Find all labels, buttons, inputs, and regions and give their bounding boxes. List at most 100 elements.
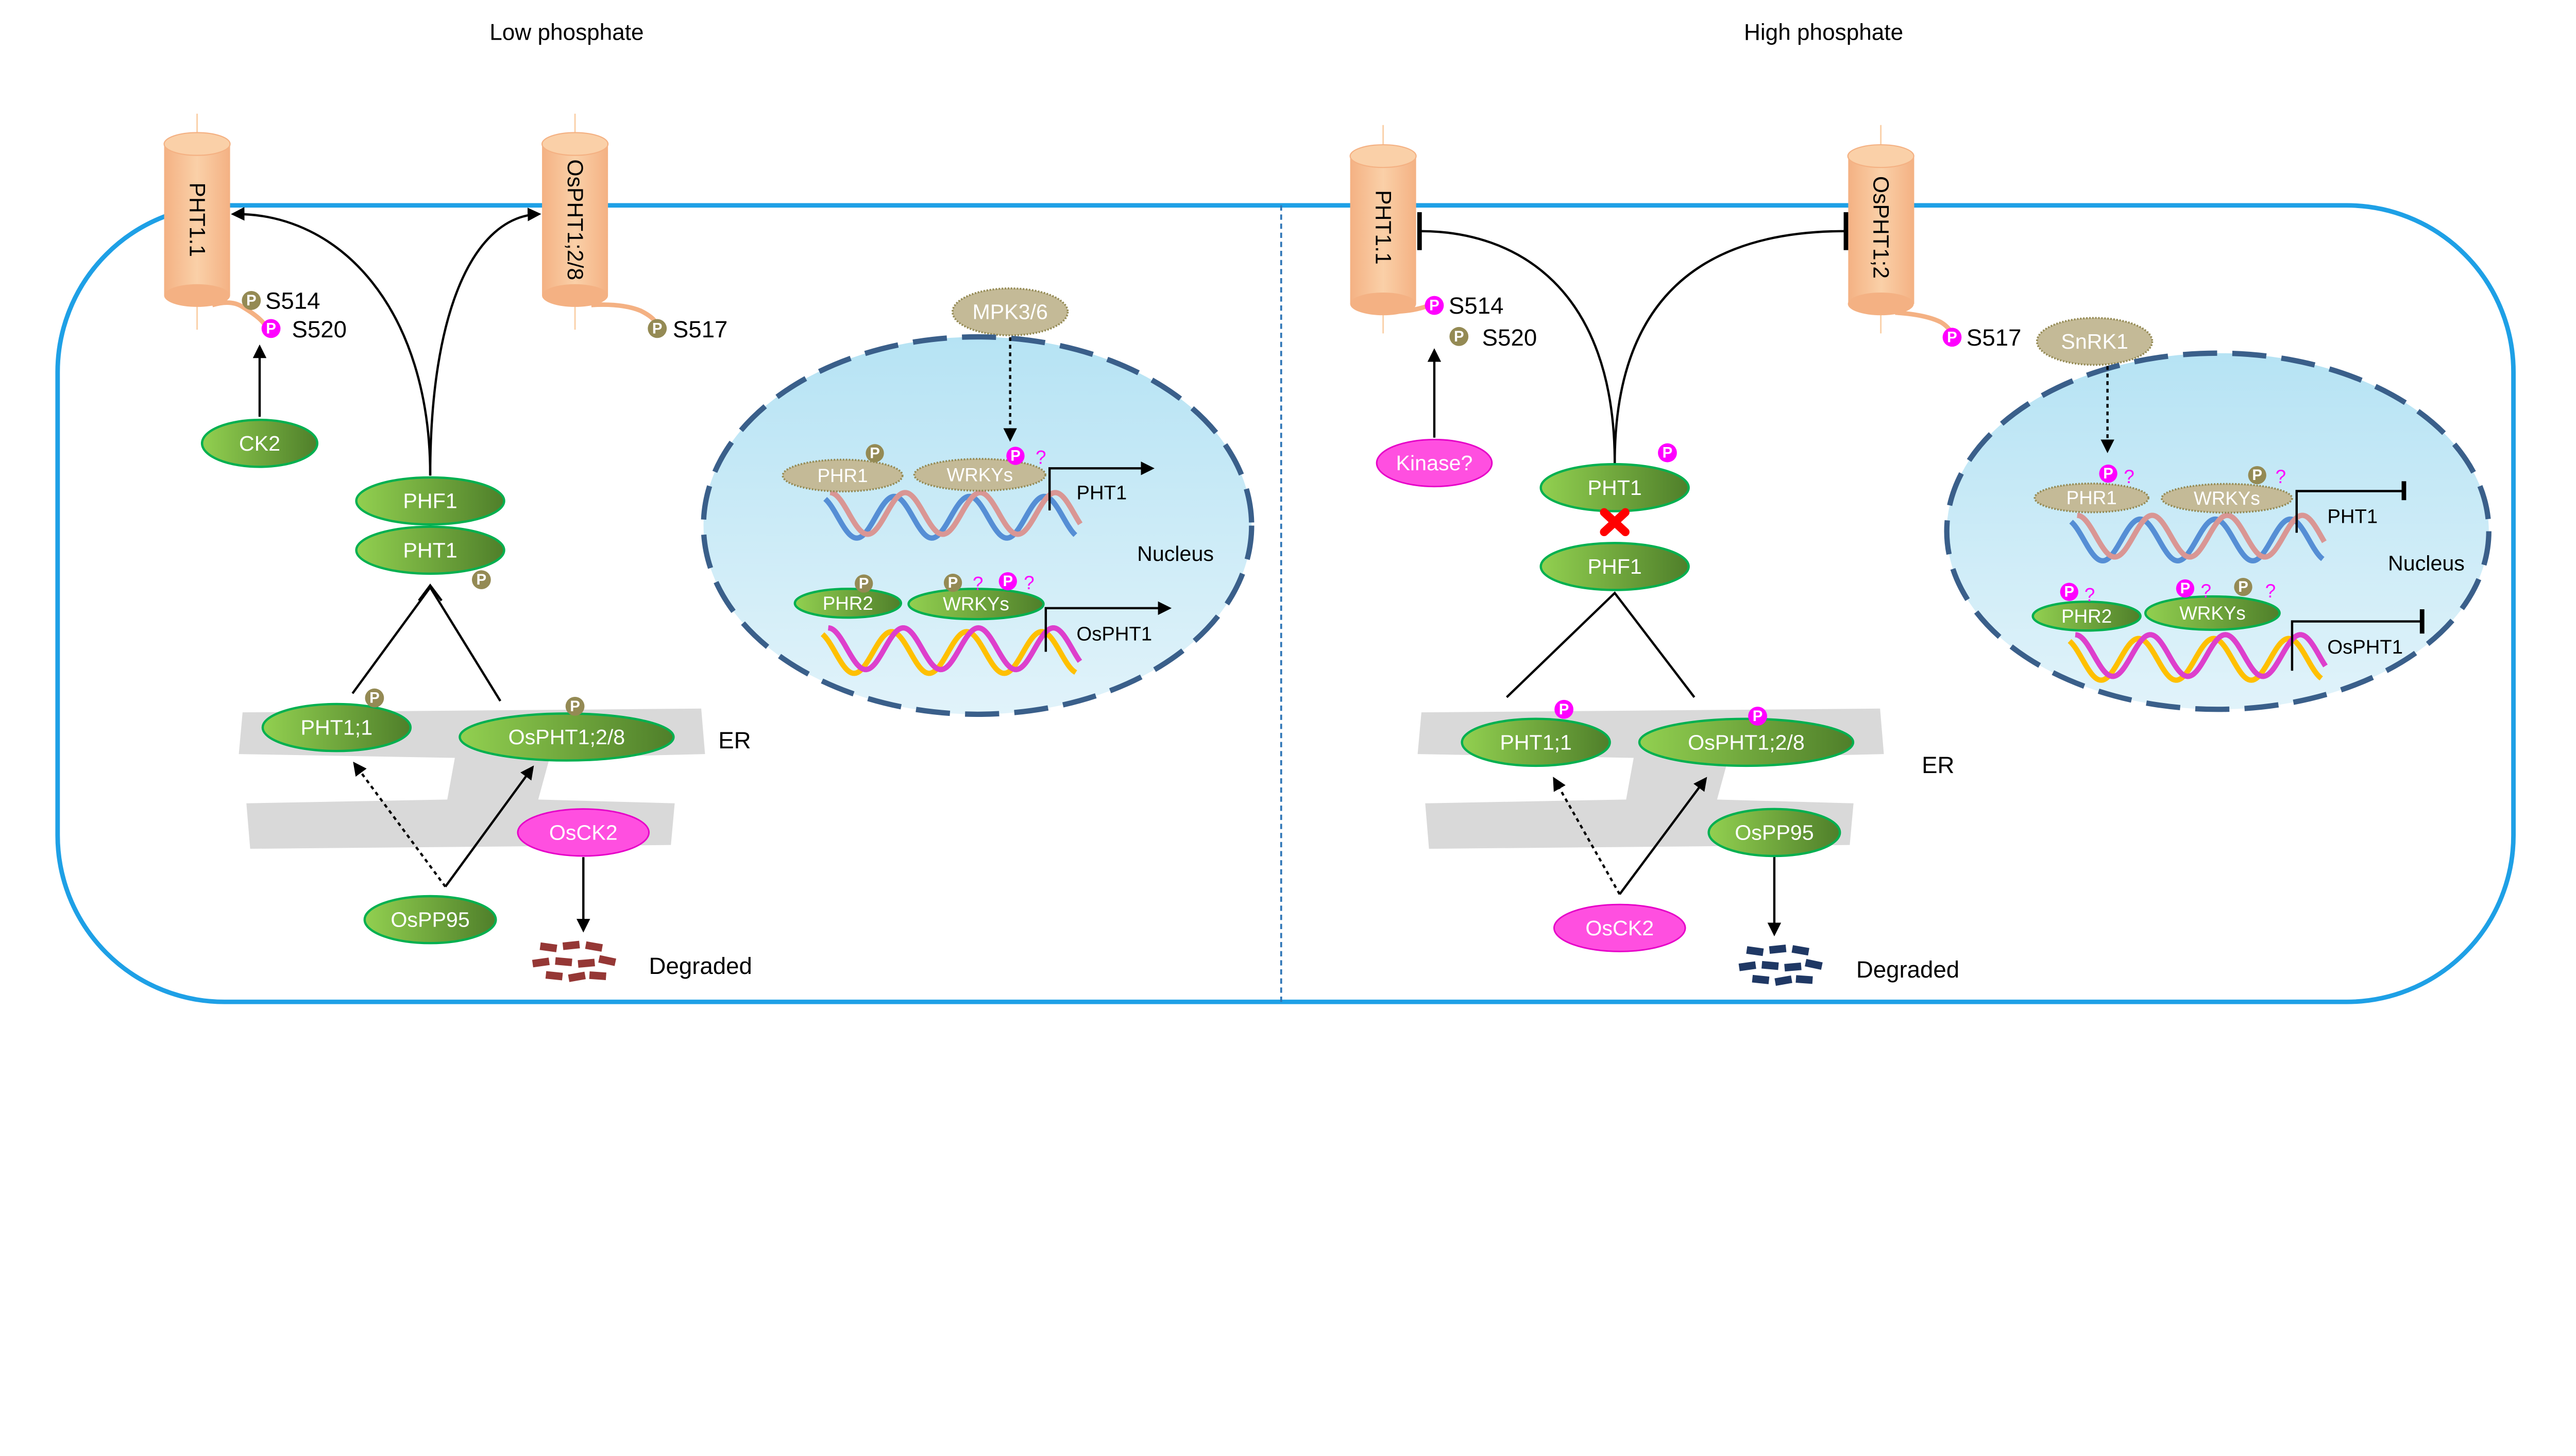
svg-text:P: P xyxy=(1663,444,1673,461)
phospho-er-pht11: P xyxy=(1554,699,1573,719)
site-s514-label: S514 xyxy=(1449,293,1504,319)
degraded-fragment xyxy=(1752,974,1770,984)
gene-ospht1-label: OsPHT1 xyxy=(2327,636,2403,658)
svg-text:P: P xyxy=(266,320,276,337)
svg-text:P: P xyxy=(859,575,869,592)
svg-text:CK2: CK2 xyxy=(239,432,280,455)
phf1-protein: PHF1 xyxy=(355,476,505,526)
degraded-fragment xyxy=(1769,944,1787,954)
phospho-phr2: P xyxy=(855,574,873,593)
degraded-fragment xyxy=(598,955,616,966)
svg-text:PHT1.1: PHT1.1 xyxy=(1371,190,1396,265)
phospho-s520: P xyxy=(261,319,281,338)
svg-text:OsPP95: OsPP95 xyxy=(391,908,469,932)
phospho-phr1: P xyxy=(2099,464,2117,483)
degraded-fragment xyxy=(578,958,595,968)
cell-membrane xyxy=(55,203,2516,1004)
repressed-promoter-pht1 xyxy=(2295,490,2404,533)
svg-text:P: P xyxy=(948,574,958,591)
dna-strand-2 xyxy=(829,490,1083,537)
nucleus xyxy=(1944,350,2492,712)
phospho-pht1: P xyxy=(1658,443,1677,463)
phospho-er-pht11: P xyxy=(365,688,384,708)
arrow-to-pht11 xyxy=(231,207,432,476)
degraded-fragment xyxy=(555,957,572,967)
svg-text:P: P xyxy=(570,698,580,715)
low-phosphate-panel: ER PHT1.1 OsPHT1;2/8 P S514 P S520 P S51… xyxy=(163,113,1255,982)
er-ospht-protein: OsPHT1;2/8 xyxy=(1638,717,1855,767)
svg-text:P: P xyxy=(2180,580,2191,597)
svg-text:OsCK2: OsCK2 xyxy=(1585,916,1654,940)
dna-strand-2 xyxy=(2075,632,2328,679)
svg-text:WRKYs: WRKYs xyxy=(2179,603,2246,624)
degraded-fragment xyxy=(1805,958,1823,970)
dna-strand-1 xyxy=(2069,516,2325,564)
phospho-s517: P xyxy=(1942,328,1962,347)
svg-text:WRKYs: WRKYs xyxy=(947,464,1013,485)
pht11-transporter: PHT1.1 xyxy=(1349,125,1428,334)
phr2-tf: PHR2 xyxy=(2031,601,2142,632)
unknown-mark: ? xyxy=(1036,447,1046,468)
red-cross-icon xyxy=(1600,508,1630,537)
svg-text:SnRK1: SnRK1 xyxy=(2061,330,2128,353)
inhibition-pht11 xyxy=(1420,230,1616,464)
arrow-osck2-ospht xyxy=(1618,777,1707,895)
svg-text:P: P xyxy=(477,571,487,588)
svg-text:PHT1: PHT1 xyxy=(1588,476,1642,500)
site-s517-label: S517 xyxy=(1967,324,2022,351)
ospht12-transporter: OsPHT1;2 xyxy=(1847,125,1955,336)
svg-text:PHF1: PHF1 xyxy=(403,489,457,513)
degraded-fragment xyxy=(539,942,557,952)
promoter-arrow-ospht1 xyxy=(1044,601,1172,652)
nucleus-label: Nucleus xyxy=(1137,542,1214,566)
phospho-wrkys-2b: P xyxy=(998,572,1017,591)
svg-text:P: P xyxy=(2238,578,2248,595)
mpk36-kinase: MPK3/6 xyxy=(952,287,1069,336)
pht1-protein: PHT1 xyxy=(355,525,505,575)
degraded-fragment xyxy=(545,971,563,981)
phr1-tf: PHR1 xyxy=(2033,482,2149,513)
degraded-fragment xyxy=(1784,962,1802,972)
svg-text:P: P xyxy=(2064,584,2075,601)
arrowhead-icon xyxy=(418,584,443,602)
er-to-phf1-lines xyxy=(1505,591,1696,698)
degraded-fragment xyxy=(589,971,606,980)
osck2-kinase: OsCK2 xyxy=(517,808,650,857)
svg-text:PHT1;1: PHT1;1 xyxy=(301,716,373,740)
unknown-mark: ? xyxy=(2265,580,2276,602)
svg-text:P: P xyxy=(1947,329,1957,346)
phospho-pht1: P xyxy=(471,570,491,590)
degraded-fragment xyxy=(532,957,550,968)
svg-text:P: P xyxy=(1559,701,1569,718)
osck2-kinase: OsCK2 xyxy=(1553,903,1686,952)
phospho-er-ospht: P xyxy=(1748,707,1767,726)
degraded-fragment xyxy=(585,941,603,952)
phospho-phr1: P xyxy=(866,444,884,463)
svg-text:P: P xyxy=(246,292,257,309)
ck2-kinase: CK2 xyxy=(200,418,319,468)
snrk1-kinase: SnRK1 xyxy=(2036,317,2154,366)
degraded-fragment xyxy=(1738,961,1756,971)
promoter-arrow-pht1 xyxy=(1048,461,1155,511)
svg-text:Kinase?: Kinase? xyxy=(1396,451,1473,475)
degraded-fragment xyxy=(568,971,586,982)
phosphate-signaling-diagram: Low phosphate High phosphate ER PHT1.1 O… xyxy=(55,20,2516,1004)
ospp95-phosphatase: OsPP95 xyxy=(1707,808,1841,858)
inhibition-ospht12 xyxy=(1613,230,1845,464)
unknown-mark: ? xyxy=(2124,466,2134,487)
svg-text:P: P xyxy=(1753,708,1763,725)
svg-text:MPK3/6: MPK3/6 xyxy=(972,300,1048,324)
pht1-protein: PHT1 xyxy=(1539,463,1690,512)
dna-strand-1 xyxy=(820,629,1077,676)
svg-text:PHR2: PHR2 xyxy=(2061,606,2112,627)
unknown-mark: ? xyxy=(2201,580,2211,602)
degraded-fragment xyxy=(562,940,580,950)
unknown-mark: ? xyxy=(973,573,983,594)
svg-text:PHT1.1: PHT1.1 xyxy=(185,182,210,257)
er-ospht-protein: OsPHT1;2/8 xyxy=(459,712,675,762)
dna-strand-2 xyxy=(2077,512,2327,560)
svg-text:P: P xyxy=(369,690,380,707)
svg-text:P: P xyxy=(652,320,663,337)
unknown-mark: ? xyxy=(1024,572,1034,593)
unknown-kinase: Kinase? xyxy=(1376,438,1493,488)
